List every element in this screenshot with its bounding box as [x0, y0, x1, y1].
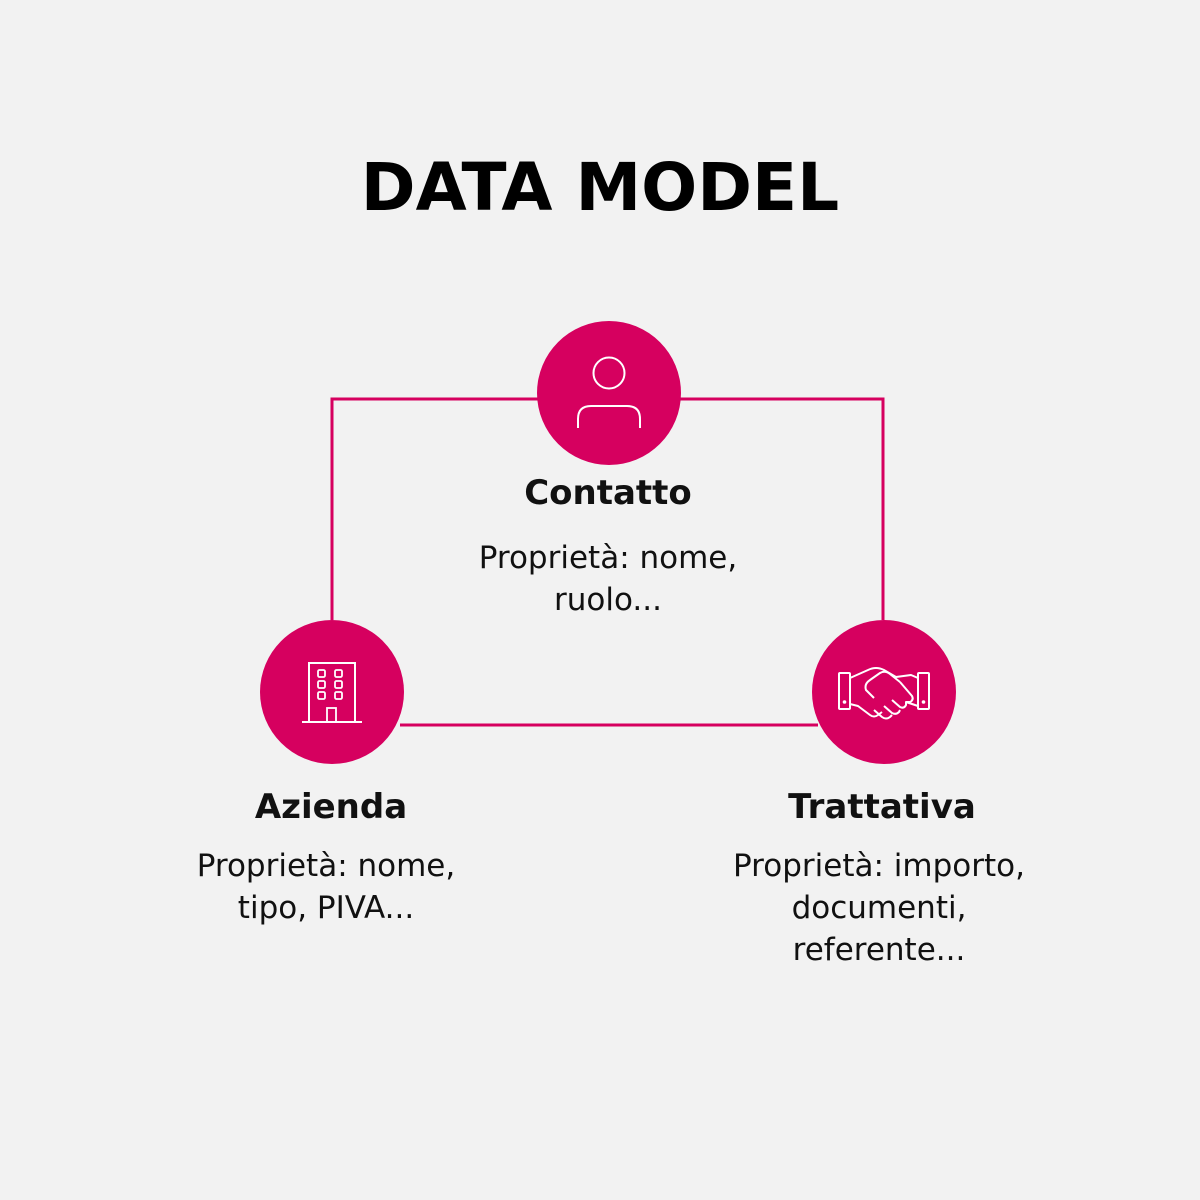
trattativa-properties: Proprietà: importo, documenti, referente… [679, 845, 1079, 971]
trattativa-property-line: referente... [792, 932, 966, 968]
connector-azienda-contatto [330, 397, 540, 620]
azienda-property-line: tipo, PIVA... [237, 890, 415, 926]
trattativa-property-line: documenti, [791, 890, 967, 926]
trattativa-node [812, 620, 956, 764]
trattativa-property-line: Proprietà: importo, [733, 848, 1025, 884]
contatto-name: Contatto [524, 473, 692, 513]
contatto-property-line: ruolo... [554, 582, 662, 618]
diagram-title: DATA MODEL [360, 149, 840, 226]
building-icon [302, 662, 362, 723]
handshake-icon [838, 667, 930, 720]
contatto-node [537, 321, 681, 465]
contatto-properties: Proprietà: nome, ruolo... [408, 537, 808, 621]
contatto-property-line: Proprietà: nome, [478, 540, 738, 576]
person-icon [577, 356, 641, 428]
azienda-name: Azienda [254, 787, 408, 827]
connector-contatto-trattativa [680, 397, 885, 620]
azienda-properties: Proprietà: nome, tipo, PIVA... [126, 845, 526, 929]
azienda-node [260, 620, 404, 764]
azienda-property-line: Proprietà: nome, [196, 848, 456, 884]
trattativa-name: Trattativa [788, 787, 976, 827]
